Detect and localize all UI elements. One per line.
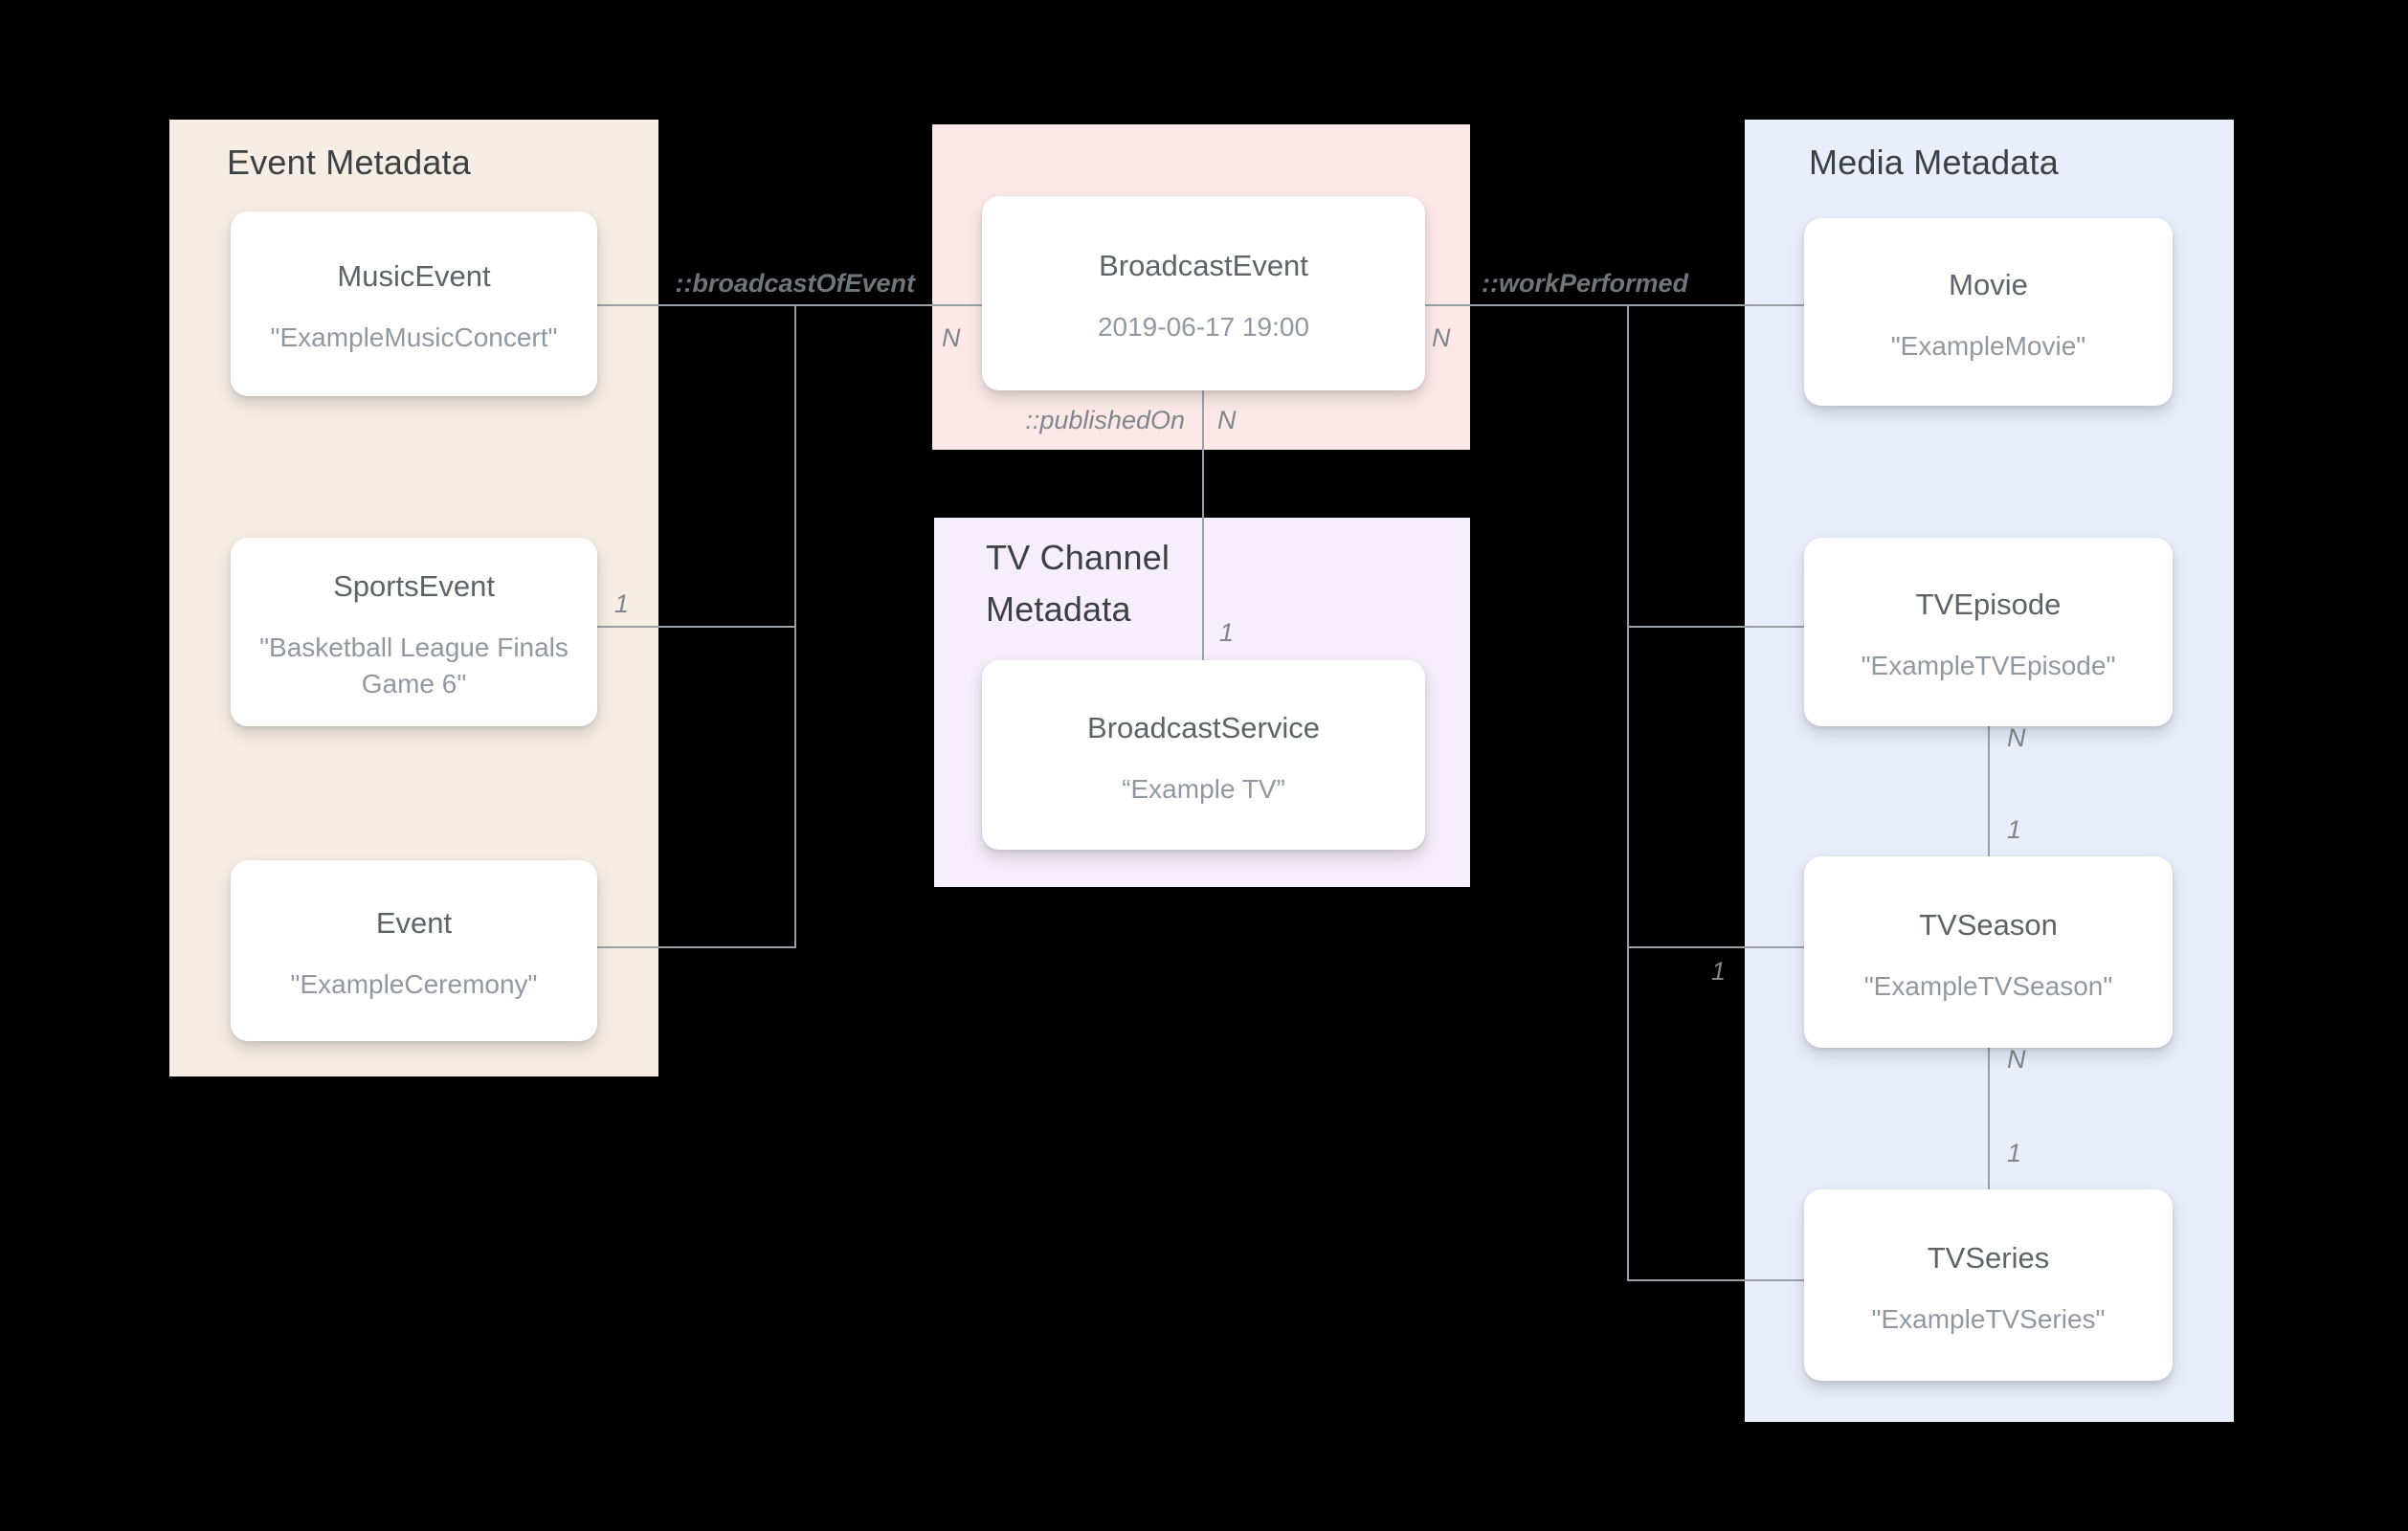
label-n-episode-season: N: [2007, 723, 2026, 752]
edge-tvseason-tvseries: [1988, 1038, 1990, 1189]
card-tvepisode: TVEpisode "ExampleTVEpisode": [1804, 538, 2173, 726]
card-tvseason-title: TVSeason: [1919, 907, 2058, 942]
card-event-title: Event: [375, 906, 453, 941]
label-1-season-series: 1: [2007, 1139, 2022, 1167]
card-movie-subtitle: "ExampleMovie": [1890, 330, 2086, 361]
card-broadcastservice-subtitle: “Example TV”: [1122, 773, 1285, 804]
label-n-broadcast-right: N: [1432, 323, 1451, 352]
card-sportsevent-subtitle: "Basketball League Finals Game 6": [259, 632, 569, 699]
card-broadcastservice: BroadcastService “Example TV”: [982, 660, 1425, 850]
card-tvepisode-subtitle: "ExampleTVEpisode": [1861, 651, 2116, 681]
card-movie: Movie "ExampleMovie": [1804, 218, 2173, 406]
edge-sportsevent-branch: [597, 626, 796, 628]
edge-broadcastevent-movie: [1425, 304, 1804, 306]
label-n-publishedon: N: [1217, 406, 1237, 434]
card-musicevent-title: MusicEvent: [337, 259, 491, 294]
card-sportsevent-title: SportsEvent: [333, 569, 495, 604]
event-metadata-title: Event Metadata: [227, 143, 471, 182]
card-tvepisode-title: TVEpisode: [1915, 588, 2062, 622]
card-tvseries-subtitle: "ExampleTVSeries": [1871, 1303, 2106, 1334]
card-tvseason-subtitle: "ExampleTVSeason": [1863, 970, 2113, 1001]
card-event: Event "ExampleCeremony": [231, 860, 597, 1041]
media-metadata-title: Media Metadata: [1809, 143, 2059, 182]
card-broadcastevent-title: BroadcastEvent: [1099, 249, 1308, 283]
label-1-sportsevent: 1: [614, 589, 630, 618]
edge-media-trunk: [1627, 304, 1629, 1281]
card-sportsevent: SportsEvent "Basketball League Finals Ga…: [231, 538, 597, 726]
card-broadcastevent: BroadcastEvent 2019-06-17 19:00: [982, 196, 1425, 390]
label-1-broadcastservice: 1: [1219, 618, 1235, 647]
card-tvseries: TVSeries "ExampleTVSeries": [1804, 1189, 2173, 1381]
label-1-tvseason-branch: 1: [1711, 957, 1727, 986]
card-broadcastservice-title: BroadcastService: [1087, 710, 1320, 744]
label-broadcastofevent: ::broadcastOfEvent: [675, 269, 915, 298]
card-musicevent-subtitle: "ExampleMusicConcert": [270, 322, 558, 353]
edge-publishedon: [1202, 390, 1204, 660]
label-workperformed: ::workPerformed: [1482, 269, 1689, 298]
card-broadcastevent-subtitle: 2019-06-17 19:00: [1097, 312, 1310, 343]
card-tvseason: TVSeason "ExampleTVSeason": [1804, 856, 2173, 1048]
label-publishedon: ::publishedOn: [1025, 406, 1185, 434]
edge-event-branch: [597, 946, 796, 948]
card-movie-title: Movie: [1949, 267, 2028, 301]
tv-channel-metadata-title: TV Channel Metadata: [986, 538, 1171, 629]
label-n-season-series: N: [2007, 1045, 2026, 1074]
card-musicevent: MusicEvent "ExampleMusicConcert": [231, 211, 597, 396]
edge-tvepisode-branch: [1627, 626, 1804, 628]
edge-tvseason-branch: [1627, 946, 1804, 948]
edge-tvseries-branch: [1627, 1279, 1804, 1281]
edge-musicevent-broadcastevent: [597, 304, 982, 306]
label-n-broadcast-left: N: [942, 323, 961, 352]
edge-tvepisode-tvseason: [1988, 718, 1990, 856]
card-tvseries-title: TVSeries: [1927, 1240, 2050, 1275]
card-event-subtitle: "ExampleCeremony": [290, 969, 538, 1000]
label-1-episode-season: 1: [2007, 815, 2022, 844]
